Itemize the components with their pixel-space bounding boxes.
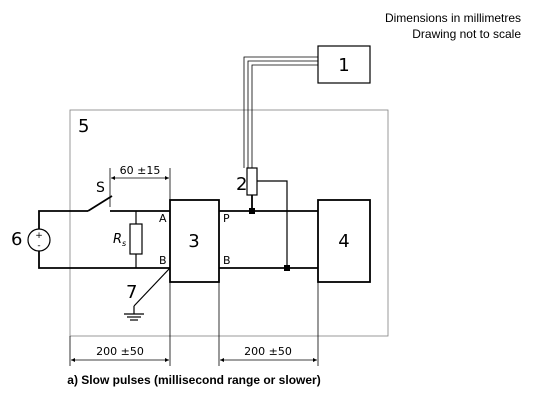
battery-plus: +	[35, 231, 43, 241]
scale-note: Drawing not to scale	[412, 27, 521, 41]
box-4	[317, 199, 371, 283]
probe-ground-lead	[257, 180, 288, 268]
ground-wire	[133, 267, 171, 307]
resistor-symbol	[129, 223, 143, 255]
enclosure-frame	[69, 109, 389, 337]
box-3-label: 3	[188, 231, 199, 252]
dim-right-text: 200 ±50	[244, 345, 292, 358]
terminal-b-left: B	[159, 254, 167, 267]
dimensions-note: Dimensions in millimetres	[385, 11, 521, 25]
switch-blade	[87, 195, 113, 212]
probe-cable	[243, 56, 318, 168]
box-3	[169, 199, 220, 283]
terminal-b-right: B	[223, 254, 231, 267]
wire-top-left	[38, 210, 88, 229]
battery-minus: -	[37, 241, 40, 251]
terminal-p: P	[223, 212, 230, 225]
battery-label: 6	[11, 229, 22, 250]
ground-label: 7	[126, 282, 137, 303]
probe-2-label: 2	[236, 174, 247, 195]
dim-left-text: 200 ±50	[96, 345, 144, 358]
switch-label: S	[96, 180, 105, 196]
enclosure-label: 5	[78, 116, 89, 137]
probe-2	[246, 167, 258, 196]
resistor-label: Rs	[113, 232, 126, 248]
box-1	[317, 45, 371, 84]
terminal-a: A	[159, 212, 167, 225]
figure-caption: a) Slow pulses (millisecond range or slo…	[67, 373, 320, 387]
wire-bottom-left	[38, 251, 170, 269]
box-1-label: 1	[338, 55, 349, 76]
box-4-label: 4	[338, 231, 349, 252]
dim-switch-text: 60 ±15	[120, 164, 161, 177]
